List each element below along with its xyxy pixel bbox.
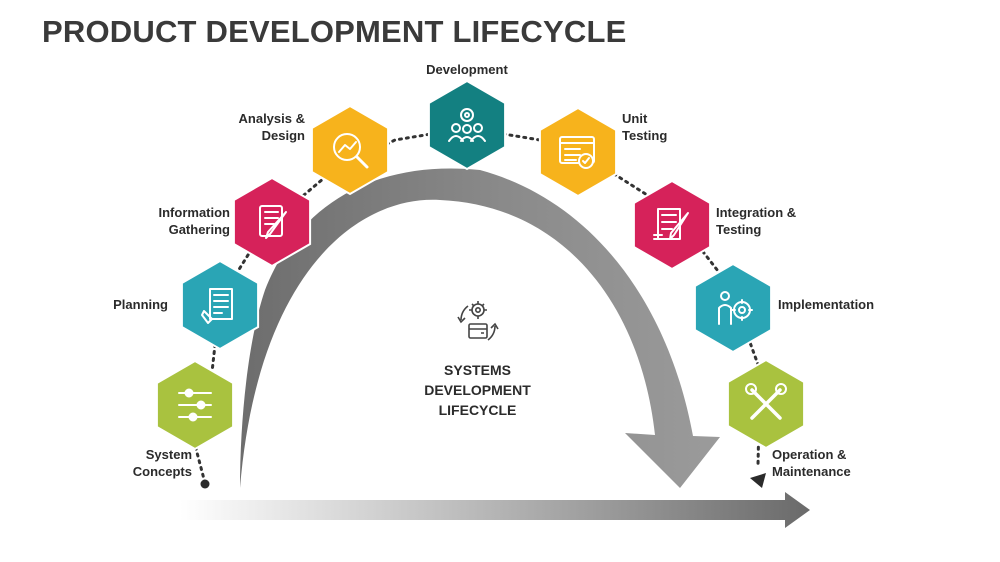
document-plan-icon xyxy=(201,288,233,324)
stage-hexagon-8 xyxy=(693,262,773,354)
tools-icon xyxy=(745,383,787,420)
cycle-arc-arrow xyxy=(240,168,720,488)
stage-hexagon-7 xyxy=(632,179,712,271)
stage-hexagon-1 xyxy=(155,359,235,451)
center-title: SYSTEMS DEVELOPMENT LIFECYCLE xyxy=(424,362,531,418)
stage-label-1: System Concepts xyxy=(132,447,192,479)
gear-cycle-icon xyxy=(457,301,499,341)
stage-hexagon-2 xyxy=(180,259,260,351)
path-end-arrowhead xyxy=(750,473,766,488)
stage-hexagon-3 xyxy=(232,176,312,268)
browser-checklist-icon xyxy=(559,136,595,169)
stage-label-5: Development xyxy=(426,62,508,77)
stage-hexagon-9 xyxy=(726,358,806,450)
stage-hexagon-4 xyxy=(310,104,390,196)
stage-label-7: Integration & Testing xyxy=(716,205,797,237)
stage-hexagon-5 xyxy=(427,79,507,171)
page-title: PRODUCT DEVELOPMENT LIFECYCLE xyxy=(42,14,627,49)
stage-label-9: Operation & Maintenance xyxy=(772,447,851,479)
path-start-dot xyxy=(200,479,210,489)
magnifier-chart-icon xyxy=(333,133,369,169)
stage-label-8: Implementation xyxy=(778,297,875,312)
sliders-icon xyxy=(178,388,212,422)
stage-label-4: Analysis & Design xyxy=(238,111,305,143)
checklist-pen-icon xyxy=(653,208,689,240)
stage-label-6: Unit Testing xyxy=(622,111,668,143)
notebook-icon xyxy=(259,205,287,239)
person-gears-icon xyxy=(718,291,753,325)
stage-label-3: Information Gathering xyxy=(158,205,231,237)
stage-hexagon-6 xyxy=(538,106,618,198)
timeline-arrow xyxy=(180,492,810,528)
team-gear-icon xyxy=(448,108,486,142)
stage-label-2: Planning xyxy=(113,297,168,312)
